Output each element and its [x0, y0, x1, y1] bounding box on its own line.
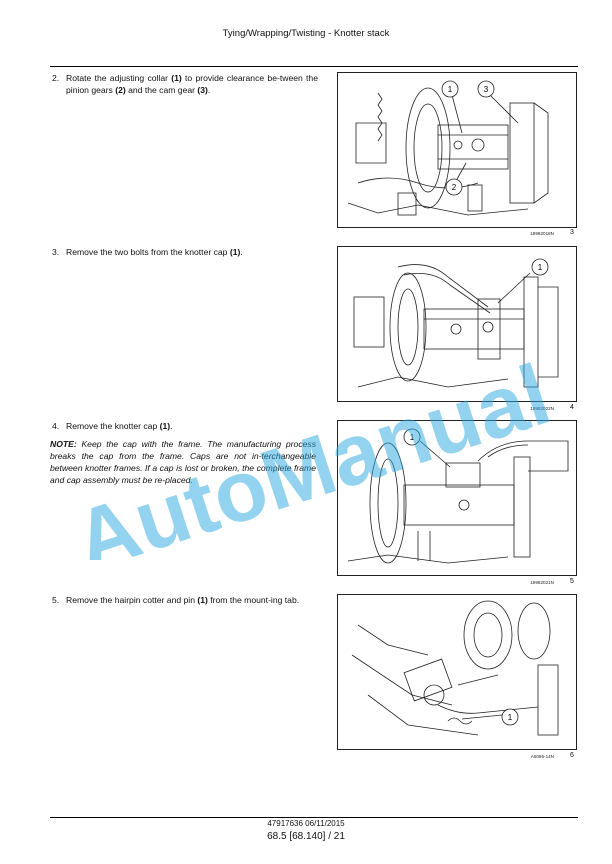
callout-1-circle	[441, 80, 459, 98]
note-text: Keep the cap with the frame. The manufac…	[50, 439, 316, 485]
hairpin-cotter-drawing	[351, 600, 559, 736]
callout-2-circle	[445, 178, 463, 196]
footer-document-id: 47917636 06/11/2015	[267, 819, 345, 828]
step-4: 4. Remove the knotter cap (1).	[50, 420, 318, 432]
callout-1-circle	[531, 258, 549, 276]
callouts-fig4: 1	[531, 258, 549, 276]
footer-page-number: 68.5 [68.140] / 21	[267, 831, 345, 842]
figure-6-number: 6	[570, 752, 574, 759]
figure-5-illustration: 1	[337, 420, 577, 576]
callout-1-label: 1	[410, 433, 415, 442]
step-number: 5.	[52, 595, 60, 605]
callout-group	[451, 94, 519, 182]
header-divider	[50, 66, 578, 67]
callout-1-circle	[403, 428, 421, 446]
figure-6-id: A5095-14N	[530, 754, 554, 759]
callout-1-circle	[501, 708, 519, 726]
step-text: Remove the two bolts from the knotter ca…	[66, 247, 243, 257]
step-5: 5. Remove the hairpin cotter and pin (1)…	[50, 594, 318, 606]
step-text: Remove the knotter cap (1).	[66, 421, 173, 431]
figure-3-number: 3	[570, 229, 574, 236]
callouts-fig5: 1	[403, 428, 421, 446]
footer-divider	[50, 817, 578, 818]
callout-1-label: 1	[508, 713, 513, 722]
step-number: 3.	[52, 247, 60, 257]
figure-5-number: 5	[570, 578, 574, 585]
step-3: 3. Remove the two bolts from the knotter…	[50, 246, 318, 258]
figure-5-id: 19982021N	[530, 580, 554, 585]
step-number: 2.	[52, 73, 60, 83]
note-label: NOTE:	[50, 439, 77, 449]
callout-2-label: 2	[452, 183, 457, 192]
callout-1-label: 1	[448, 85, 453, 94]
figure-3-id: 19982018N	[530, 231, 554, 236]
callout-3-label: 3	[484, 85, 489, 94]
knotter-cap-removal-drawing	[347, 440, 569, 564]
step-text: Remove the hairpin cotter and pin (1) fr…	[66, 595, 300, 605]
figure-4-number: 4	[570, 404, 574, 411]
figure-4-illustration: 1	[337, 246, 577, 402]
figure-4-id: 19982022N	[530, 406, 554, 411]
callout-1-label: 1	[538, 263, 543, 272]
callout-3-circle	[477, 80, 495, 98]
callouts-fig6: 1	[501, 708, 519, 726]
page-header-title: Tying/Wrapping/Twisting - Knotter stack	[222, 28, 390, 39]
knotter-cap-bolts-drawing	[353, 264, 559, 388]
callouts-fig3: 1 3 2	[441, 80, 495, 196]
step-text: Rotate the adjusting collar (1) to provi…	[66, 73, 318, 95]
figure-6-illustration: 1	[337, 594, 577, 750]
step-2: 2. Rotate the adjusting collar (1) to pr…	[50, 72, 318, 96]
step-number: 4.	[52, 421, 60, 431]
figure-3-illustration: 1 3 2	[337, 72, 577, 228]
note-block: NOTE: Keep the cap with the frame. The m…	[50, 438, 316, 486]
